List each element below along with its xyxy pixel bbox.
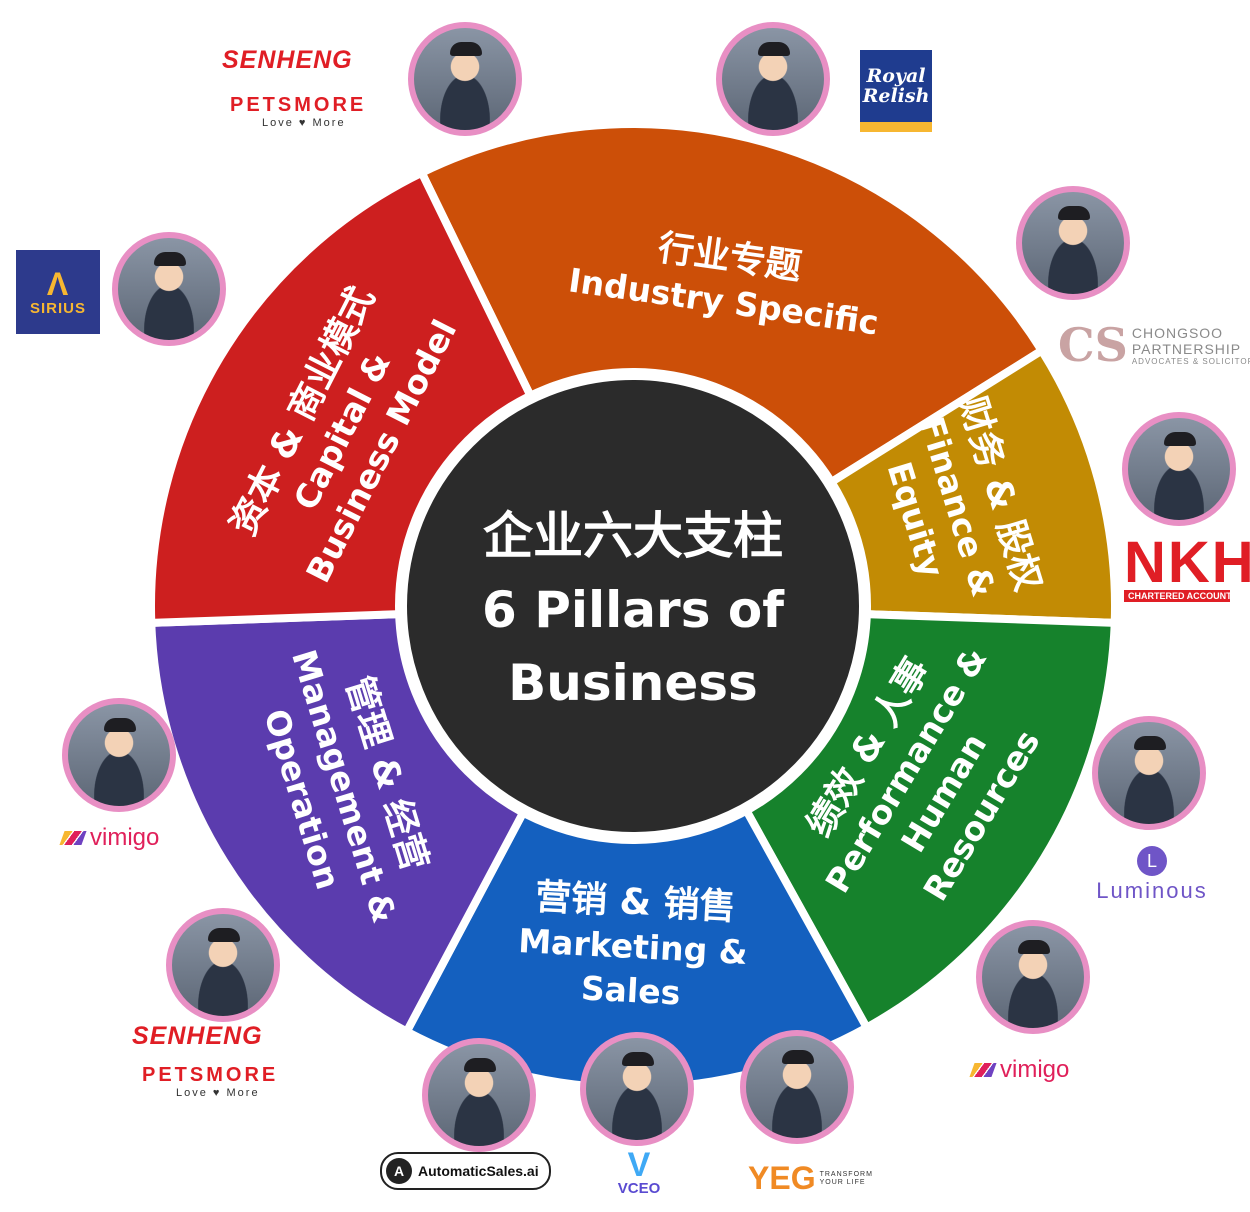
chongsoo-logo: CS CHONGSOO PARTNERSHIP ADVOCATES & SOLI… (1058, 318, 1250, 372)
sirius-mark-icon: Λ (46, 265, 70, 302)
nkh-wordmark: NKH (1124, 530, 1250, 595)
speaker-portrait-automaticsales (422, 1038, 536, 1152)
vimigo-wordmark-right: vimigo (1000, 1056, 1070, 1083)
speaker-portrait-vimigo-right (976, 920, 1090, 1034)
chongsoo-subtitle: ADVOCATES & SOLICITORS (1131, 356, 1250, 366)
pillar-label-en2: Sales (580, 968, 681, 1012)
luminous-wordmark: Luminous (1096, 878, 1208, 903)
center-title-en-2: Business (508, 654, 758, 712)
yeg-logo: YEG TRANSFORM YOUR LIFE (748, 1160, 873, 1197)
petsmore-logo: PETSMORE (230, 94, 367, 116)
vimigo-mark-icon (969, 1063, 997, 1077)
speaker-portrait-nkh (1122, 412, 1236, 526)
speaker-portrait-vimigo-left (62, 698, 176, 812)
center-title-cn: 企业六大支柱 (483, 507, 783, 565)
royal-relish-logo: Royal Relish (860, 50, 932, 132)
yeg-subtitle-2: YOUR LIFE (819, 1178, 866, 1186)
sirius-logo: Λ SIRIUS (16, 250, 100, 334)
speaker-portrait-sirius (112, 232, 226, 346)
speaker-portrait-senheng-top (408, 22, 522, 136)
senheng-logo: SENHENG (222, 46, 353, 74)
chongsoo-mark: CS (1058, 318, 1128, 372)
center-title-en-1: 6 Pillars of (482, 581, 785, 639)
yeg-subtitle-1: TRANSFORM (819, 1170, 873, 1178)
center-hub (395, 368, 871, 844)
vimigo-logo-right: vimigo (969, 1056, 1070, 1084)
petsmore-tagline: Love ♥ More (262, 117, 346, 129)
vimigo-logo-left: vimigo (59, 824, 160, 852)
speaker-portrait-vceo (580, 1032, 694, 1146)
automaticsales-mark-icon: A (386, 1158, 412, 1184)
senheng-logo-bottom: SENHENG (132, 1022, 263, 1050)
speaker-portrait-chongsoo (1016, 186, 1130, 300)
vceo-wordmark: VCEO (617, 1180, 661, 1197)
speaker-portrait-yeg (740, 1030, 854, 1144)
speaker-portrait-royal-relish (716, 22, 830, 136)
chongsoo-name-2: PARTNERSHIP (1131, 340, 1242, 357)
automaticsales-logo: A AutomaticSales.ai (380, 1152, 551, 1190)
petsmore-tagline-bottom: Love ♥ More (176, 1087, 260, 1099)
luminous-logo: L Luminous (1094, 846, 1210, 904)
yeg-wordmark: YEG (748, 1160, 816, 1196)
vimigo-wordmark-left: vimigo (90, 824, 160, 851)
petsmore-logo-bottom: PETSMORE (142, 1064, 279, 1086)
vimigo-mark-icon (59, 831, 87, 845)
luminous-mark-icon: L (1137, 846, 1167, 876)
speaker-portrait-luminous (1092, 716, 1206, 830)
royal-relish-word-1: Royal (866, 65, 926, 87)
vceo-logo: V VCEO (612, 1146, 666, 1197)
nkh-logo: NKH CHARTERED ACCOUNTANTS (1124, 530, 1250, 602)
chongsoo-name-1: CHONGSOO (1131, 324, 1224, 341)
automaticsales-wordmark: AutomaticSales.ai (418, 1163, 539, 1179)
nkh-subtitle: CHARTERED ACCOUNTANTS (1124, 590, 1250, 602)
sirius-wordmark: SIRIUS (29, 299, 86, 317)
speaker-portrait-senheng-bottom (166, 908, 280, 1022)
royal-relish-word-2: Relish (862, 85, 930, 107)
vceo-mark-icon: V (627, 1146, 651, 1184)
